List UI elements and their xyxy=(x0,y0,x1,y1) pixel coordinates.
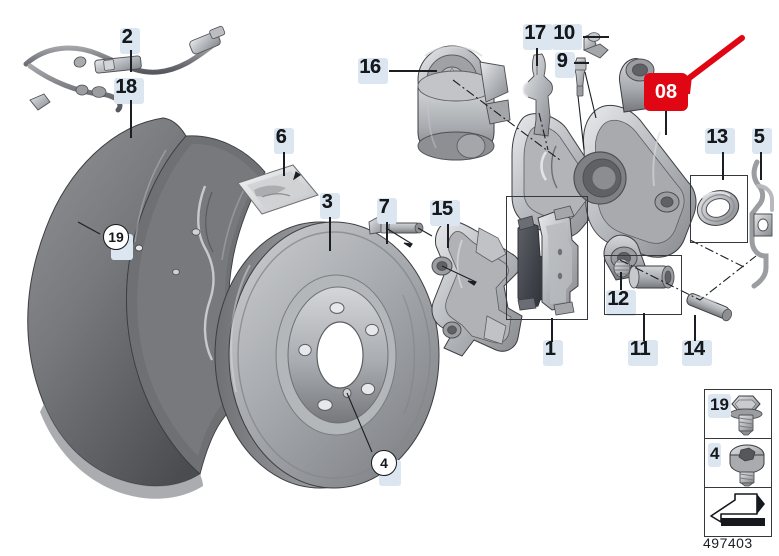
part-5-spring-clip-art xyxy=(749,159,774,289)
callout-18[interactable]: 18 xyxy=(114,76,144,104)
callout-6[interactable]: 6 xyxy=(274,126,294,154)
leader-line-9 xyxy=(574,62,589,64)
legend-number-19: 19 xyxy=(708,394,731,418)
legend-cell-direction xyxy=(705,488,771,536)
legend-stack: 19 4 xyxy=(704,389,772,537)
part-16-epb-actuator-art xyxy=(417,45,511,161)
circled-callout-19[interactable]: 19 xyxy=(103,224,129,250)
leader-line-6 xyxy=(283,152,285,176)
callout-label: 15 xyxy=(431,198,453,220)
leader-line-14 xyxy=(694,315,696,341)
callout-label: 11 xyxy=(629,338,651,360)
leader-line-16 xyxy=(389,70,437,72)
allen-socket-screw-icon xyxy=(729,444,765,487)
callout-14[interactable]: 14 xyxy=(682,338,712,366)
assembly-pointer-lines xyxy=(77,71,597,453)
leader-line-2 xyxy=(130,50,132,72)
part-1-brake-pad-set-art xyxy=(517,205,579,316)
leader-line-3 xyxy=(329,217,331,251)
leader-line-1 xyxy=(551,318,553,342)
callout-label: 6 xyxy=(275,126,287,148)
legend-cell-19: 19 xyxy=(705,390,771,439)
callout-1[interactable]: 1 xyxy=(543,338,563,366)
callout-3[interactable]: 3 xyxy=(320,191,340,219)
callout-label: 12 xyxy=(607,288,629,310)
callout-16[interactable]: 16 xyxy=(358,56,388,84)
circled-callout-4[interactable]: 4 xyxy=(371,450,397,476)
leader-line-17 xyxy=(536,48,538,66)
leader-line-5 xyxy=(760,152,762,180)
legend-number-4: 4 xyxy=(708,443,722,467)
part-9-bleeder-valve-art xyxy=(573,57,587,97)
guide-bushing-inset xyxy=(604,255,682,315)
highlighted-callout-08[interactable]: 08 xyxy=(644,73,688,111)
callout-15[interactable]: 15 xyxy=(430,198,460,226)
callout-label: 16 xyxy=(359,56,381,78)
leader-line-12 xyxy=(620,272,622,290)
callout-label: 7 xyxy=(378,196,390,218)
part-15-carrier-bracket-art xyxy=(431,220,523,357)
part-3-brake-disc-art xyxy=(214,221,440,489)
callout-label: 9 xyxy=(556,50,568,72)
callout-label: 3 xyxy=(321,191,333,213)
callout-label: 14 xyxy=(683,338,705,360)
callout-label: 13 xyxy=(706,126,728,148)
brake-pad-set-inset xyxy=(506,196,588,320)
part-13-seal-ring-art xyxy=(696,190,740,226)
callout-label: 1 xyxy=(544,338,556,360)
legend-cell-4: 4 xyxy=(705,439,771,488)
callout-label: 5 xyxy=(753,126,765,148)
leader-line-15 xyxy=(447,224,449,248)
assembly-axis-lines xyxy=(452,79,757,301)
leader-line-08 xyxy=(665,111,667,135)
callout-label: 17 xyxy=(524,22,546,44)
callout-5[interactable]: 5 xyxy=(752,126,772,154)
part-2-abs-sensor-cable-fittings xyxy=(29,25,226,111)
leader-line-7 xyxy=(386,222,388,244)
leader-line-13 xyxy=(722,152,724,180)
callout-13[interactable]: 13 xyxy=(705,126,735,154)
seal-ring-inset xyxy=(690,175,748,243)
leader-arrowheads xyxy=(293,171,477,286)
callout-2[interactable]: 2 xyxy=(120,26,140,54)
callout-10[interactable]: 10 xyxy=(552,22,582,50)
leader-line-11 xyxy=(643,313,645,341)
diagram-id-label: 497403 xyxy=(703,535,753,551)
callout-12[interactable]: 12 xyxy=(606,288,636,316)
callout-label: 2 xyxy=(121,26,133,48)
callout-17[interactable]: 17 xyxy=(523,22,553,50)
direction-arrow-icon xyxy=(710,493,765,526)
leader-line-18 xyxy=(130,100,132,138)
callout-label: 10 xyxy=(553,22,575,44)
callout-label: 18 xyxy=(115,76,137,98)
callout-7[interactable]: 7 xyxy=(377,196,397,224)
part-6-paste-sachet-art xyxy=(237,164,319,215)
hex-flange-bolt-icon xyxy=(729,395,763,436)
callout-11[interactable]: 11 xyxy=(628,338,658,366)
callout-9[interactable]: 9 xyxy=(555,50,575,78)
part-14-guide-pin-art xyxy=(686,293,733,322)
leader-line-10 xyxy=(583,36,609,38)
